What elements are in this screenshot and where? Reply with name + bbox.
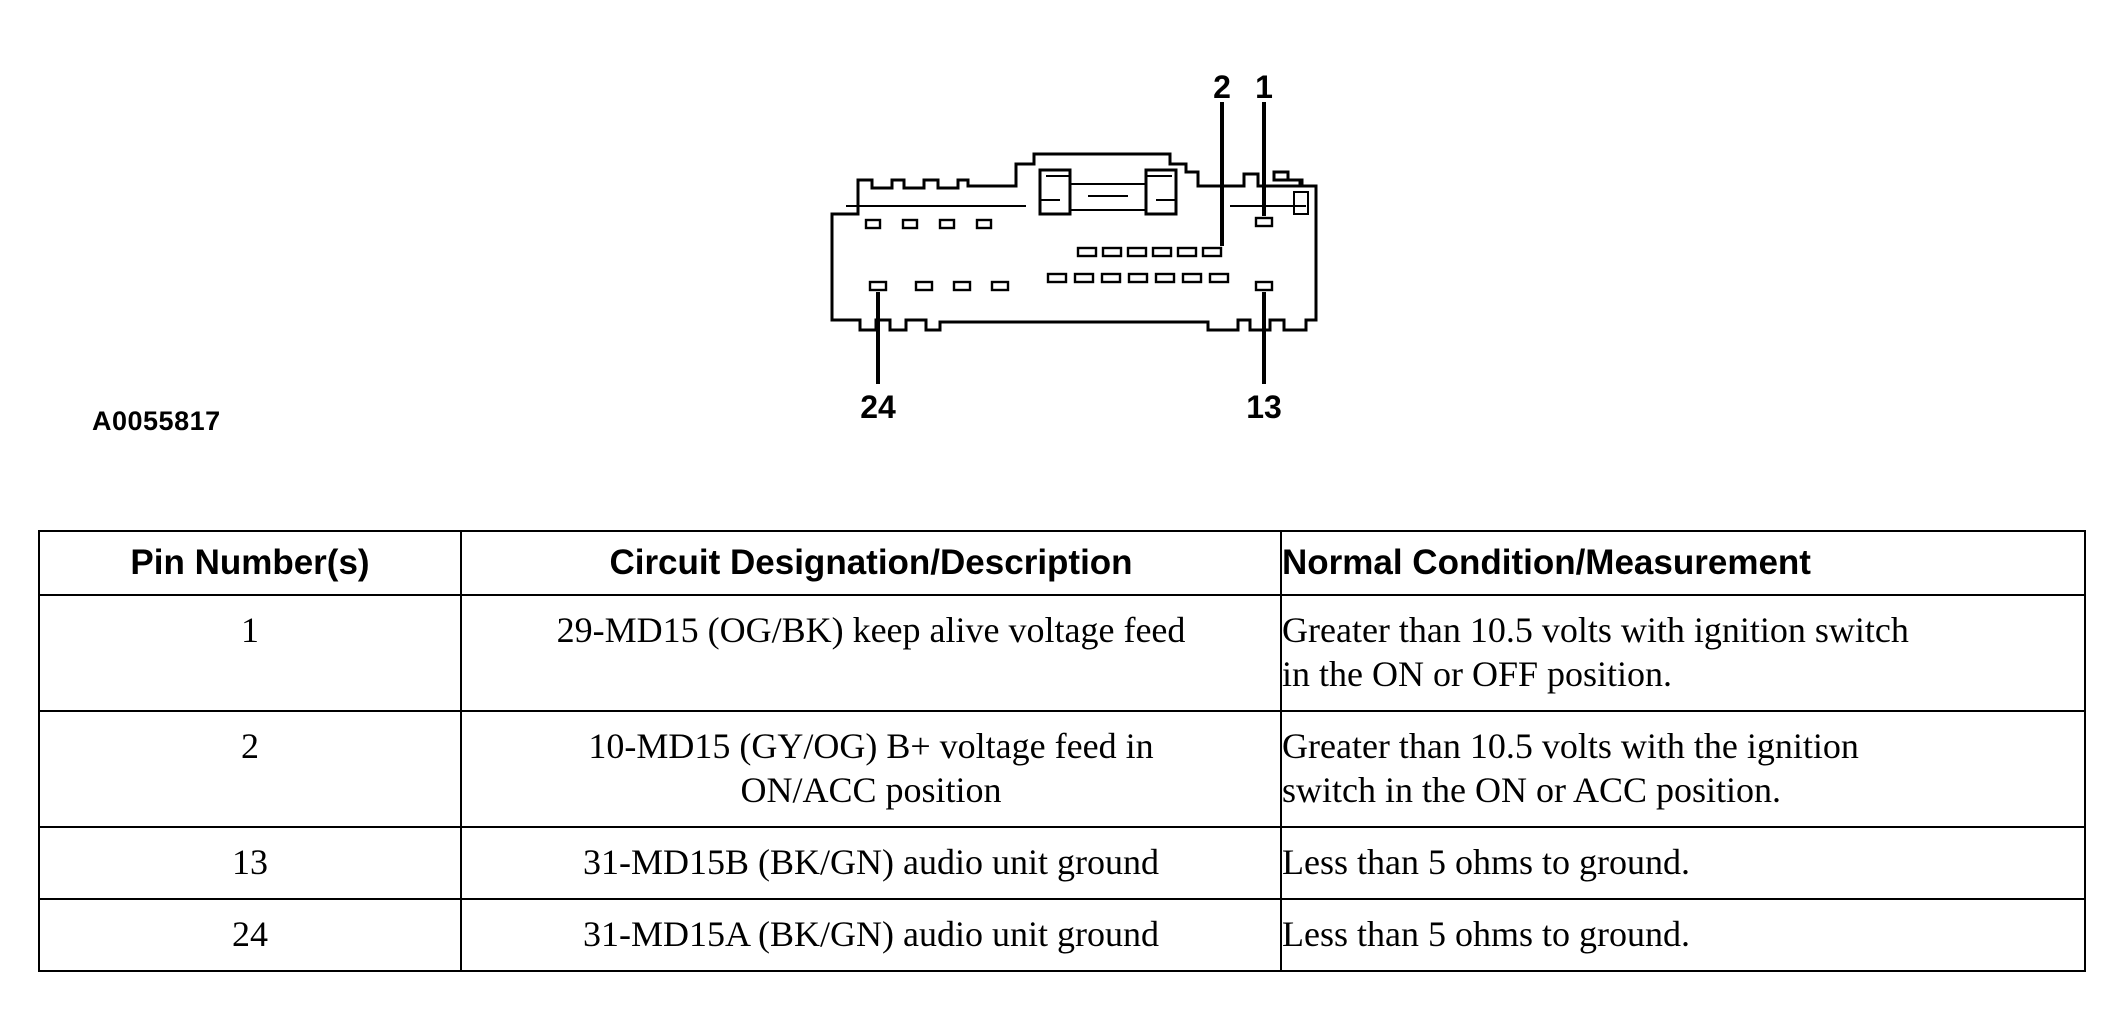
pin-label-24: 24 — [860, 389, 896, 425]
pin-cavity — [901, 218, 919, 230]
pin-cavity — [1100, 272, 1122, 284]
condition-text: Greater than 10.5 volts with ignition sw… — [1282, 610, 1909, 650]
circuit-text: 10-MD15 (GY/OG) B+ voltage feed in — [588, 726, 1154, 766]
pin-cavity — [1076, 246, 1098, 258]
header-circuit-description: Circuit Designation/Description — [460, 530, 1282, 596]
connector-diagram: 2 1 24 13 — [830, 69, 1318, 425]
circuit-text: 31-MD15A (BK/GN) audio unit ground — [583, 914, 1159, 954]
condition-text: Less than 5 ohms to ground. — [1282, 842, 1690, 882]
condition-text: Greater than 10.5 volts with the ignitio… — [1282, 726, 1859, 766]
circuit-cell: 31-MD15A (BK/GN) audio unit ground — [460, 898, 1282, 972]
pin-cavity — [1126, 246, 1148, 258]
pin-cavity — [1046, 272, 1068, 284]
pin-number: 2 — [241, 726, 259, 766]
pin-cavity — [1201, 246, 1223, 258]
pin-label-2: 2 — [1213, 69, 1231, 105]
condition-text: switch in the ON or ACC position. — [1282, 770, 1782, 810]
connector-body-outline — [830, 152, 1318, 332]
table-row: 24 31-MD15A (BK/GN) audio unit ground Le… — [38, 898, 2086, 972]
pin-cavity — [1154, 272, 1176, 284]
pin-cavity — [1101, 246, 1123, 258]
side-key — [1293, 191, 1309, 215]
pin-cavity — [952, 280, 972, 292]
pin-cell: 1 — [38, 594, 462, 712]
pin-cavity — [1254, 216, 1274, 228]
condition-cell: Greater than 10.5 volts with ignition sw… — [1280, 594, 2086, 712]
pin-cavity — [1208, 272, 1230, 284]
pin-cavity — [1151, 246, 1173, 258]
pin-cavity — [1254, 280, 1274, 292]
figure-id: A0055817 — [92, 406, 221, 436]
pin-cavities — [864, 216, 1274, 292]
table-row: 13 31-MD15B (BK/GN) audio unit ground Le… — [38, 826, 2086, 900]
table-row: 2 10-MD15 (GY/OG) B+ voltage feed in ON/… — [38, 710, 2086, 828]
pin-label-1: 1 — [1255, 69, 1273, 105]
pin-number: 13 — [232, 842, 268, 882]
pin-cell: 2 — [38, 710, 462, 828]
pin-cell: 24 — [38, 898, 462, 972]
condition-cell: Greater than 10.5 volts with the ignitio… — [1280, 710, 2086, 828]
circuit-text: 31-MD15B (BK/GN) audio unit ground — [583, 842, 1159, 882]
pin-cavity — [1073, 272, 1095, 284]
latch-center — [1069, 183, 1147, 211]
pin-cavity — [1176, 246, 1198, 258]
pin-table: Pin Number(s) Circuit Designation/Descri… — [38, 530, 2086, 972]
circuit-cell: 10-MD15 (GY/OG) B+ voltage feed in ON/AC… — [460, 710, 1282, 828]
latch-center-detail — [1040, 175, 1176, 201]
pin-cavity — [1181, 272, 1203, 284]
header-normal-condition: Normal Condition/Measurement — [1280, 530, 2086, 596]
circuit-cell: 31-MD15B (BK/GN) audio unit ground — [460, 826, 1282, 900]
circuit-text: ON/ACC position — [740, 770, 1002, 810]
pin-cavity — [868, 280, 888, 292]
condition-cell: Less than 5 ohms to ground. — [1280, 826, 2086, 900]
pin-cavity — [990, 280, 1010, 292]
pin-number: 24 — [232, 914, 268, 954]
pin-cell: 13 — [38, 826, 462, 900]
pin-cavity — [914, 280, 934, 292]
pin-cavity — [975, 218, 993, 230]
condition-cell: Less than 5 ohms to ground. — [1280, 898, 2086, 972]
table-header-row: Pin Number(s) Circuit Designation/Descri… — [38, 530, 2086, 596]
pin-number: 1 — [241, 610, 259, 650]
condition-text: in the ON or OFF position. — [1282, 654, 1673, 694]
pin-cavity — [938, 218, 956, 230]
pin-cavity — [1127, 272, 1149, 284]
pin-cavity — [864, 218, 882, 230]
condition-text: Less than 5 ohms to ground. — [1282, 914, 1690, 954]
table-row: 1 29-MD15 (OG/BK) keep alive voltage fee… — [38, 594, 2086, 712]
header-pin-numbers: Pin Number(s) — [38, 530, 462, 596]
pin-label-13: 13 — [1246, 389, 1282, 425]
circuit-cell: 29-MD15 (OG/BK) keep alive voltage feed — [460, 594, 1282, 712]
circuit-text: 29-MD15 (OG/BK) keep alive voltage feed — [556, 610, 1186, 650]
